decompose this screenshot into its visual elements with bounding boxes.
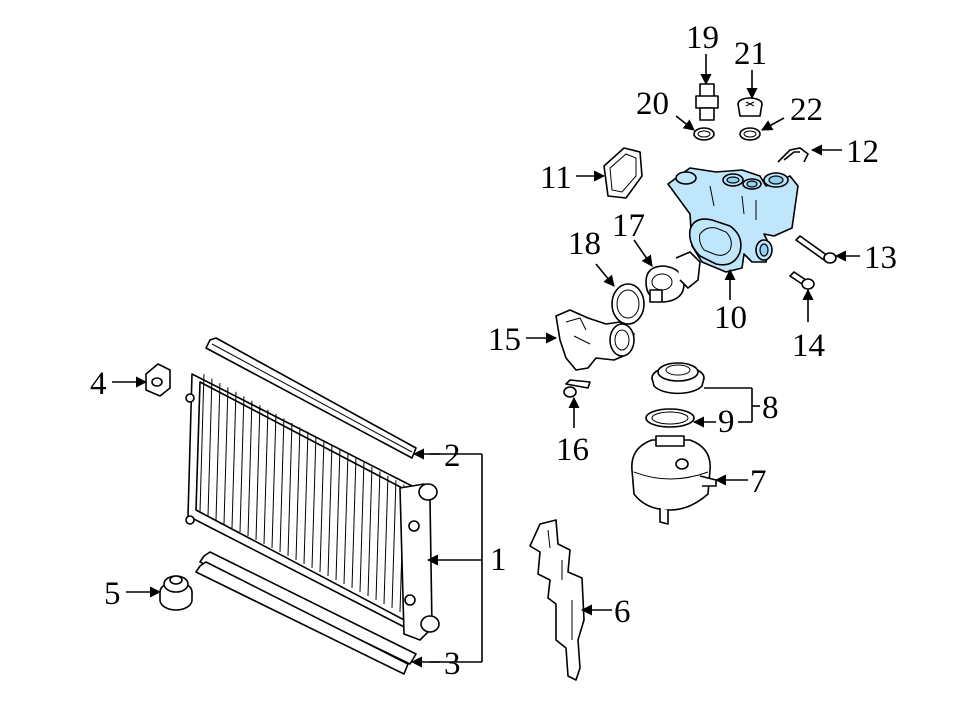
retaining-clip-part[interactable] [777,147,810,163]
leader-lines [112,54,860,668]
temp-sensor-part[interactable] [695,83,719,121]
long-bolt-part[interactable] [795,235,837,264]
callout-1: 1 [490,542,507,578]
thermostat-housing-part[interactable] [667,167,799,273]
grommet-part[interactable] [159,575,193,611]
callout-9: 9 [718,404,735,440]
thermostat-o-ring-part[interactable] [611,283,645,325]
callout-21: 21 [734,36,767,72]
air-guide-part[interactable] [529,519,585,681]
callout-2: 2 [444,438,461,474]
callout-6: 6 [614,594,631,630]
short-bolt-part[interactable] [789,271,815,290]
radiator-part[interactable] [185,372,440,641]
cap-seal-part[interactable] [645,408,695,428]
callout-19: 19 [686,20,719,56]
callout-13: 13 [864,240,897,276]
callout-4: 4 [90,366,107,402]
callout-11: 11 [540,160,572,196]
callout-15: 15 [488,322,521,358]
callout-12: 12 [846,134,879,170]
callout-20: 20 [636,86,669,122]
callout-labels: 1 2 3 4 5 6 7 8 9 10 11 12 13 14 15 16 1… [90,20,897,682]
lower-seal-part[interactable] [195,551,417,675]
expansion-tank-part[interactable] [631,435,717,525]
callout-22: 22 [790,92,823,128]
callout-5: 5 [104,576,121,612]
callout-3: 3 [444,646,461,682]
mount-bracket-part[interactable] [145,363,171,397]
drain-plug-part[interactable] [737,97,763,117]
thermostat-part[interactable] [645,251,701,303]
housing-gasket-part[interactable] [603,147,643,199]
callout-18: 18 [568,226,601,262]
callout-8: 8 [762,390,779,426]
water-outlet-part[interactable] [555,309,635,371]
callout-17: 17 [612,208,645,244]
callout-14: 14 [792,328,825,364]
callout-7: 7 [750,464,767,500]
outlet-bolt-part[interactable] [563,379,591,398]
plug-seal-part[interactable] [739,127,761,141]
sensor-seal-part[interactable] [693,127,715,141]
reservoir-cap-part[interactable] [651,362,705,395]
callout-10: 10 [714,300,747,336]
callout-16: 16 [556,432,589,468]
